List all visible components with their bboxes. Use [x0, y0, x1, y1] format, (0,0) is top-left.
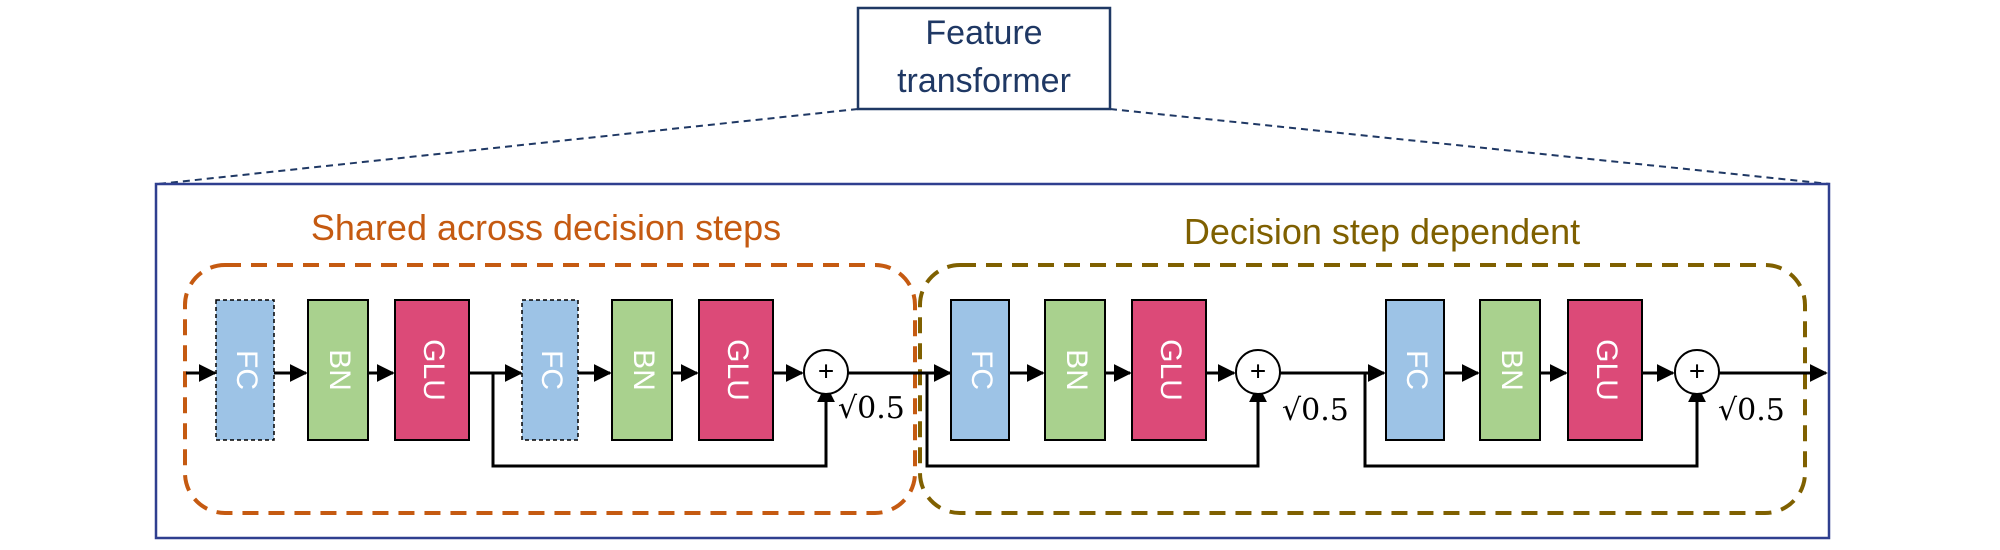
- scale-label-3: √0.5: [1718, 393, 1785, 428]
- glu-label: GLU: [417, 339, 450, 401]
- skip-connection-3: [1363, 373, 1706, 468]
- dependent-group-label: Decision step dependent: [1184, 211, 1580, 252]
- fc-block-dependent-1: FC: [950, 299, 1010, 441]
- plus-symbol: +: [1250, 355, 1266, 386]
- glu-label: GLU: [1590, 339, 1623, 401]
- scale-label-2: √0.5: [1282, 393, 1349, 428]
- title-box: Feature transformer: [856, 6, 1112, 111]
- glu-block-shared-2: GLU: [698, 299, 774, 441]
- zoom-line-right: [1109, 108, 1831, 185]
- plus-symbol: +: [818, 355, 834, 386]
- fc-label: FC: [965, 350, 998, 390]
- adder-node-1: +: [803, 349, 849, 395]
- feature-transformer-frame: [154, 182, 1831, 540]
- plus-symbol: +: [1689, 355, 1705, 386]
- fc-label: FC: [1400, 350, 1433, 390]
- fc-block-shared-1: FC: [215, 299, 275, 441]
- shared-group-label: Shared across decision steps: [311, 207, 781, 248]
- bn-block-dependent-2: BN: [1479, 299, 1541, 441]
- scale-label-1: √0.5: [838, 391, 905, 426]
- bn-label: BN: [323, 349, 356, 391]
- glu-label: GLU: [721, 339, 754, 401]
- bn-block-dependent-1: BN: [1044, 299, 1106, 441]
- fc-label: FC: [230, 350, 263, 390]
- glu-block-dependent-1: GLU: [1131, 299, 1207, 441]
- glu-label: GLU: [1154, 339, 1187, 401]
- adder-node-3: +: [1674, 349, 1720, 395]
- fc-block-shared-2: FC: [521, 299, 579, 441]
- bn-block-shared-2: BN: [611, 299, 673, 441]
- bn-label: BN: [627, 349, 660, 391]
- bn-block-shared-1: BN: [307, 299, 369, 441]
- fc-label: FC: [535, 350, 568, 390]
- glu-block-dependent-2: GLU: [1567, 299, 1643, 441]
- bn-label: BN: [1060, 349, 1093, 391]
- skip-connection-1: [491, 373, 835, 468]
- title-line-2: transformer: [897, 62, 1071, 100]
- dependent-group-region: [918, 263, 1807, 515]
- fc-block-dependent-2: FC: [1385, 299, 1445, 441]
- skip-connection-2: [925, 373, 1267, 468]
- title-line-1: Feature: [925, 14, 1042, 52]
- adder-node-2: +: [1235, 349, 1281, 395]
- zoom-line-left: [157, 108, 859, 185]
- glu-block-shared-1: GLU: [394, 299, 470, 441]
- bn-label: BN: [1495, 349, 1528, 391]
- shared-group-region: [183, 263, 917, 515]
